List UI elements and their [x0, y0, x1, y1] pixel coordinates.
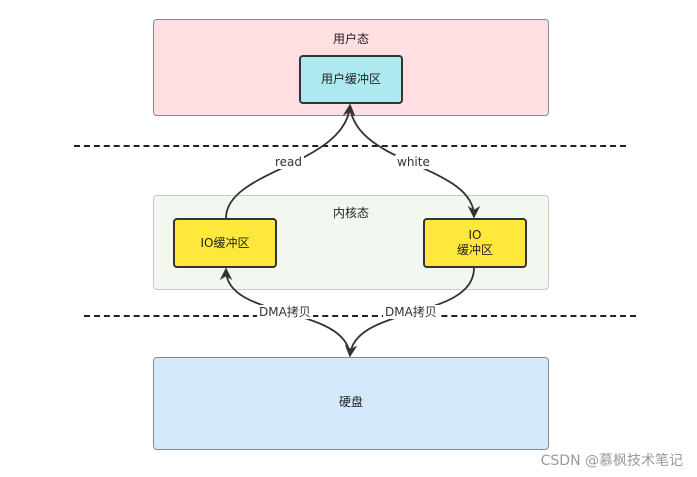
user-buffer-node: 用户缓冲区: [299, 55, 403, 104]
user-kernel-boundary-line: [74, 145, 626, 147]
io-buffer-left-node: IO缓冲区: [173, 218, 277, 268]
csdn-watermark: CSDN @慕枫技术笔记: [540, 453, 683, 469]
io-buffer-left-label: IO缓冲区: [200, 235, 250, 250]
user-space-label: 用户态: [332, 32, 369, 46]
disk-region: 硬盘: [153, 357, 549, 450]
user-buffer-label: 用户缓冲区: [320, 72, 381, 86]
read-edge-label: read: [273, 155, 305, 169]
io-buffer-right-label-line2: 缓冲区: [456, 243, 493, 257]
disk-label: 硬盘: [338, 395, 363, 409]
write-edge-label: white: [395, 155, 432, 169]
dma-copy-right-label: DMA拷贝: [383, 305, 439, 319]
io-buffer-right-label-line1: IO: [468, 228, 482, 242]
io-buffer-right-node: IO 缓冲区: [423, 218, 527, 268]
dma-copy-left-label: DMA拷贝: [257, 305, 313, 319]
kernel-disk-boundary-line: [84, 315, 636, 317]
kernel-space-label: 内核态: [332, 206, 369, 220]
